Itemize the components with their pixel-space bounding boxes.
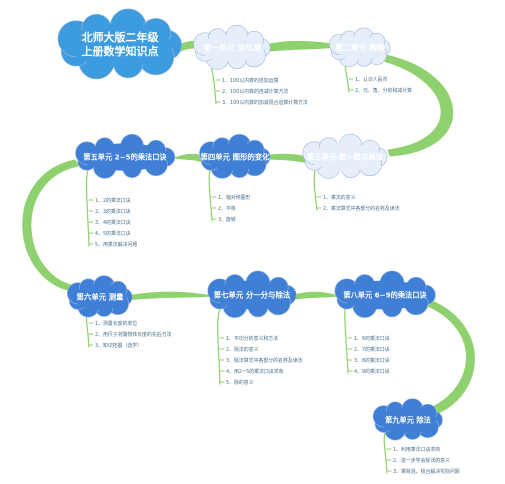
unit-cloud-3[interactable]: 第三单元 数一数与乘法 xyxy=(302,133,388,179)
subtopic-item: 2、100以内数的连减计算方法 xyxy=(222,88,288,95)
branch-lines xyxy=(22,40,475,474)
cloud-body xyxy=(68,23,172,67)
subtopic-item: 2、元、角、分的和减计算 xyxy=(355,87,412,94)
subtopic-item: 5、用乘法解决问题 xyxy=(95,241,137,248)
unit-label-4: 第四单元 图形的变化 xyxy=(200,153,270,162)
subtopic-item: 1、100以内数的连加运算 xyxy=(222,77,279,84)
cloud-body xyxy=(80,143,170,171)
subtopic-item: 1、利用乘法口诀求商 xyxy=(393,446,440,453)
unit-label-8: 第八单元 6~9的乘法口诀 xyxy=(343,291,427,300)
title-line-1: 北师大版二年级 xyxy=(82,30,160,44)
subtopics-unit-1: 1、100以内数的连加运算 2、100以内数的连减计算方法 3、100以内数的加减混… xyxy=(222,77,308,106)
cloud-body xyxy=(200,34,264,62)
subtopic-item: 1、轴对称图形 xyxy=(218,194,251,201)
subtopic-item: 4、5的乘法口诀 xyxy=(95,230,131,237)
branch-unit2-to-unit3 xyxy=(379,53,454,157)
subtopic-item: 4、用2~5的乘法口诀求商 xyxy=(226,368,284,375)
subtopic-item: 5、除的意义 xyxy=(226,379,254,386)
subtopics-unit-4: 1、轴对称图形 2、平移 3、旋转 xyxy=(218,194,251,223)
unit-cloud-4[interactable]: 第四单元 图形的变化 xyxy=(199,133,271,179)
unit-label-7: 第七单元 分一分与除法 xyxy=(214,291,291,300)
subtopic-item: 1、6的乘法口诀 xyxy=(354,335,390,342)
subtopic-item: 1、测量长度的单位 xyxy=(95,320,137,327)
unit-cloud-5[interactable]: 第五单元 2~5的乘法口诀 xyxy=(75,133,176,179)
subtopic-lists: 1、100以内数的连加运算 2、100以内数的连减计算方法 3、100以内数的加减混… xyxy=(95,76,460,475)
subtopic-item: 3、4的乘法口诀 xyxy=(95,219,131,226)
branch-unit8-to-unit9 xyxy=(417,299,475,419)
subtopic-item: 2、7的乘法口诀 xyxy=(354,346,390,353)
unit-cloud-6[interactable]: 第六单元 测量 xyxy=(66,275,133,318)
cloud-body xyxy=(335,36,385,60)
subtopic-item: 2、用尺子测量物体长度的先后方法 xyxy=(95,331,172,338)
connector-unit-7 xyxy=(217,308,221,385)
connector-unit-5 xyxy=(85,169,90,247)
subtopic-item: 3、乘除混，结合解决实际问题 xyxy=(393,468,460,475)
subtopics-unit-8: 1、6的乘法口诀 2、7的乘法口诀 3、8的乘法口诀 4、9的乘法口诀 xyxy=(354,335,390,375)
subtopic-item: 2、3的乘法口诀 xyxy=(95,208,131,215)
subtopic-item: 3、除法算式中各部分的名称及读法 xyxy=(226,357,303,364)
subtopic-item: 2、平移 xyxy=(218,205,236,212)
branch-unit6-to-unit7 xyxy=(127,291,213,301)
subtopics-unit-6: 1、测量长度的单位 2、用尺子测量物体长度的先后方法 3、知识拓展（选学） xyxy=(95,320,172,349)
cloud-body xyxy=(308,143,382,171)
unit-label-2: 第二单元 购物 xyxy=(335,43,385,53)
connector-unit-9 xyxy=(383,431,388,474)
unit-label-9: 第九单元 除法 xyxy=(385,416,431,425)
cloud-body xyxy=(340,280,430,310)
unit-label-1: 第一单元 加与减 xyxy=(203,43,260,53)
subtopic-item: 1、2的乘法口诀 xyxy=(95,197,131,204)
cloud-body xyxy=(214,280,290,310)
unit-cloud-8[interactable]: 第八单元 6~9的乘法口诀 xyxy=(334,270,436,318)
connector-unit-4 xyxy=(208,169,213,222)
cloud-body xyxy=(206,143,264,171)
unit-label-5: 第五单元 2~5的乘法口诀 xyxy=(83,153,167,162)
subtopics-unit-5: 1、2的乘法口诀 2、3的乘法口诀 3、4的乘法口诀 4、5的乘法口诀 5、用乘法解决问… xyxy=(95,197,137,248)
subtopics-unit-2: 1、认识人民币 2、元、角、分的和减计算 xyxy=(355,76,412,94)
branch-unit5-to-unit6 xyxy=(22,159,81,293)
subtopics-unit-7: 1、平均分的意义和方法 2、除法的意义 3、除法算式中各部分的名称及读法 4、用2~5… xyxy=(226,335,303,386)
unit-cloud-7[interactable]: 第七单元 分一分与除法 xyxy=(207,270,297,318)
unit-label-6: 第六单元 测量 xyxy=(77,293,125,302)
subtopic-item: 3、100以内数的加减混合运算计算方法 xyxy=(222,99,308,106)
subtopic-item: 1、乘法的意义 xyxy=(323,194,356,201)
branch-unit7-to-unit8 xyxy=(289,291,339,301)
subtopic-item: 1、平均分的意义和方法 xyxy=(226,335,278,342)
connector-unit-8 xyxy=(344,308,349,374)
cloud-body xyxy=(379,407,437,433)
cloud-body xyxy=(74,284,126,310)
subtopic-item: 3、旋转 xyxy=(218,216,236,223)
unit-label-3: 第三单元 数一数与乘法 xyxy=(307,153,384,162)
subtopic-item: 3、8的乘法口诀 xyxy=(354,357,390,364)
unit-cloud-2[interactable]: 第二单元 购物 xyxy=(329,27,391,68)
connector-unit-3 xyxy=(313,169,318,211)
subtopic-item: 4、9的乘法口诀 xyxy=(354,368,390,375)
title-line-2: 上册数学知识点 xyxy=(82,44,159,58)
subtopic-item: 1、认识人民币 xyxy=(355,76,388,83)
subtopic-item: 2、除法的意义 xyxy=(226,346,259,353)
unit-cloud-1[interactable]: 第一单元 加与减 xyxy=(193,24,271,70)
subtopics-unit-3: 1、乘法的意义 2、乘法算式中各部分的名称及读法 xyxy=(323,194,400,212)
subtopic-item: 3、知识拓展（选学） xyxy=(95,342,142,349)
subtopics-unit-9: 1、利用乘法口诀求商 2、进一步学会除法的意义 3、乘除混，结合解决实际问题 xyxy=(393,446,460,475)
subtopic-item: 2、进一步学会除法的意义 xyxy=(393,457,450,464)
subtopic-item: 2、乘法算式中各部分的名称及读法 xyxy=(323,205,400,212)
unit-cloud-9[interactable]: 第九单元 除法 xyxy=(372,398,443,441)
